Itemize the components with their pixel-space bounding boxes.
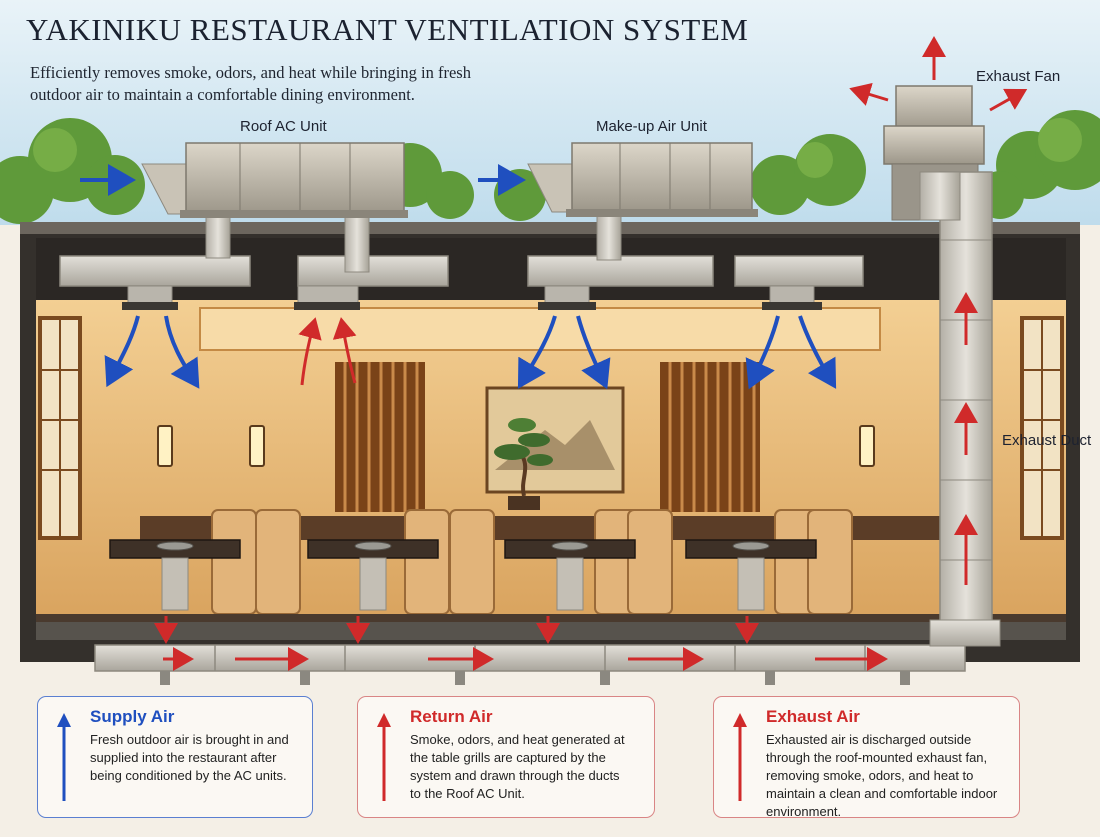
- arrow-up-red-icon: [377, 713, 391, 801]
- supply-air-arrows: [80, 164, 837, 390]
- booth-seat: [627, 509, 673, 615]
- roof-slab: [20, 222, 1080, 234]
- ceiling-supply-duct-right: [527, 255, 864, 310]
- legend-text-return-air: Smoke, odors, and heat generated at the …: [410, 732, 625, 801]
- booth-seat: [211, 509, 257, 615]
- arrow-up-red-icon: [733, 713, 747, 801]
- unit-connector-pipes: [205, 215, 622, 273]
- legend-title-exhaust-air: Exhaust Air: [766, 707, 860, 726]
- shoji-screen-right: [1020, 316, 1064, 540]
- grill-table: [109, 539, 241, 611]
- label-make-up-air-unit: Make-up Air Unit: [596, 118, 707, 135]
- booth-seat: [807, 509, 853, 615]
- legend-card-return-air: Return Air Smoke, odors, and heat genera…: [357, 696, 655, 818]
- grill-table: [685, 539, 817, 611]
- return-air-arrows: [298, 317, 357, 386]
- wood-slat-panel-right: [660, 362, 760, 512]
- booth-seat: [449, 509, 495, 615]
- legend-text-exhaust-air: Exhausted air is discharged outside thro…: [766, 732, 998, 819]
- underfloor-return-duct: [94, 644, 966, 685]
- arrow-up-blue-icon: [57, 713, 71, 801]
- booth-seat: [404, 509, 450, 615]
- grill-down-drafts: [154, 616, 759, 644]
- page-subtitle: Efficiently removes smoke, odors, and he…: [30, 63, 471, 104]
- legend-card-supply-air: Supply Air Fresh outdoor air is brought …: [37, 696, 313, 818]
- make-up-air-unit: [527, 142, 758, 217]
- legend-title-supply-air: Supply Air: [90, 707, 175, 726]
- page-title: YAKINIKU RESTAURANT VENTILATION SYSTEM: [26, 12, 749, 47]
- label-exhaust-fan: Exhaust Fan: [976, 68, 1061, 85]
- grill-table: [504, 539, 636, 611]
- grill-tables: [109, 539, 817, 611]
- bonsai: [494, 418, 553, 510]
- wood-slat-panel-left: [335, 362, 425, 512]
- ceiling-supply-duct-left: [59, 255, 449, 310]
- shoji-screen-left: [38, 316, 82, 540]
- booth-seat: [255, 509, 301, 615]
- mountain-painting: [485, 386, 625, 494]
- label-roof-ac-unit: Roof AC Unit: [240, 118, 327, 135]
- wall-lamps: [157, 425, 875, 467]
- roof-ac-unit: [141, 142, 408, 218]
- exhaust-air-arrows: [163, 36, 1028, 671]
- legend-card-exhaust-air: Exhaust Air Exhausted air is discharged …: [713, 696, 1020, 819]
- booth-seats: [211, 509, 853, 615]
- legend-text-supply-air: Fresh outdoor air is brought in and supp…: [90, 732, 289, 783]
- legend-title-return-air: Return Air: [410, 707, 493, 726]
- label-exhaust-duct: Exhaust Duct: [1002, 432, 1092, 449]
- grill-table: [307, 539, 439, 611]
